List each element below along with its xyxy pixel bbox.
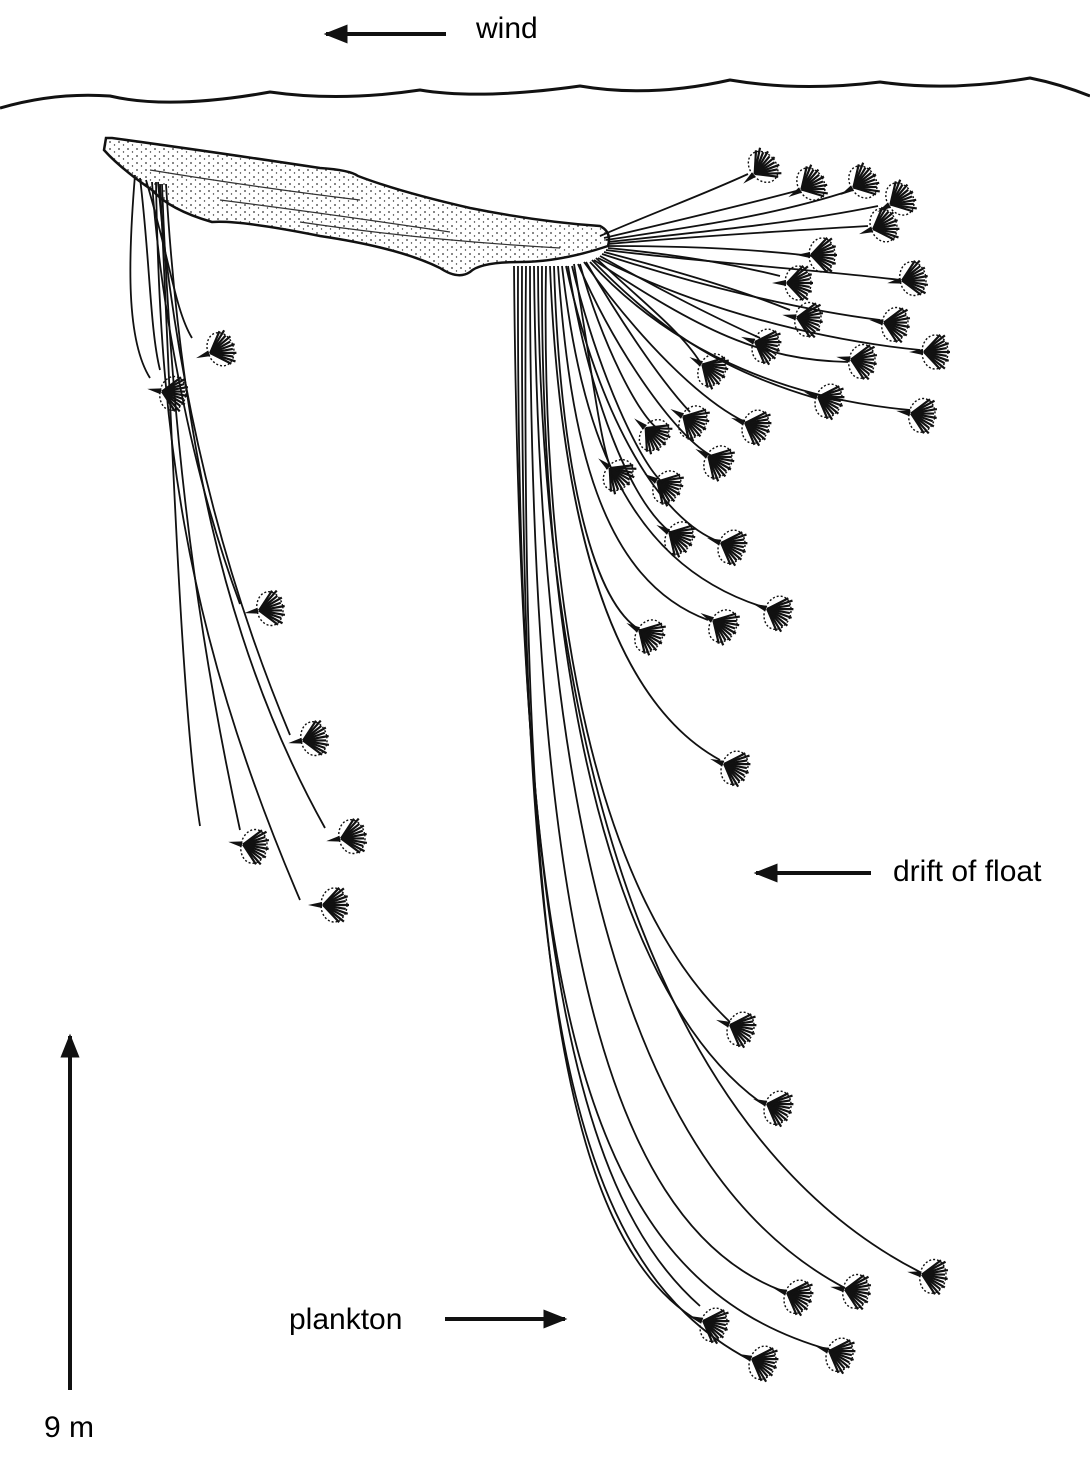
polyp-head [832,160,885,210]
hydroid-stalk [130,175,150,378]
polyp-head [909,335,950,370]
polyp-head [833,340,879,381]
hydroid-stalk [542,266,760,1102]
hydroid-stalk [590,262,910,410]
hydroid-stalk [604,190,800,238]
polyp-head [701,522,751,569]
hydroid-stalk [518,266,830,1350]
polyp-head [308,888,349,923]
polyp-head [687,434,740,484]
plankton-label: plankton [289,1305,402,1335]
polyp-head [285,719,331,760]
floating-log [104,138,609,275]
polyp-head [323,817,369,858]
polyp-head [681,342,734,392]
polyp-head [904,1255,950,1296]
drift-label: drift of float [893,857,1041,887]
hydroid-stalk [606,190,852,240]
wind-label: wind [476,14,538,44]
scale-label: 9 m [44,1413,94,1443]
polyp-head [725,402,775,449]
polyp-head [767,1272,817,1319]
polyp-head [683,1300,733,1347]
polyp-head [225,825,271,866]
hydroid-stalks [130,174,920,1360]
hydroid-stalk [158,182,290,735]
polyp-head [732,1338,782,1385]
water-surface [0,78,1090,108]
hydroid-stalk [608,248,780,276]
hydroid-stalk [600,256,760,338]
polyp-head [190,328,240,375]
polyp-head [809,1330,859,1377]
polyp-head [827,1270,873,1311]
polyp-head [893,394,939,435]
polyp-head [732,144,786,197]
polyp-head [735,321,785,368]
polyp-head [618,608,671,658]
polyp-head [780,162,833,212]
hydroid-stalk [600,174,748,236]
hydroid-stalk [525,266,700,1322]
polyp-head [866,303,912,344]
polyp-head [772,266,813,301]
hydroid-stalk [546,266,730,1022]
polyp-head [747,588,797,635]
polyp-head [747,1083,797,1130]
hydroid-stalk [608,206,878,242]
polyp-head [704,743,754,790]
hydroid-polyps [144,144,950,1384]
polyp-head [692,598,745,648]
